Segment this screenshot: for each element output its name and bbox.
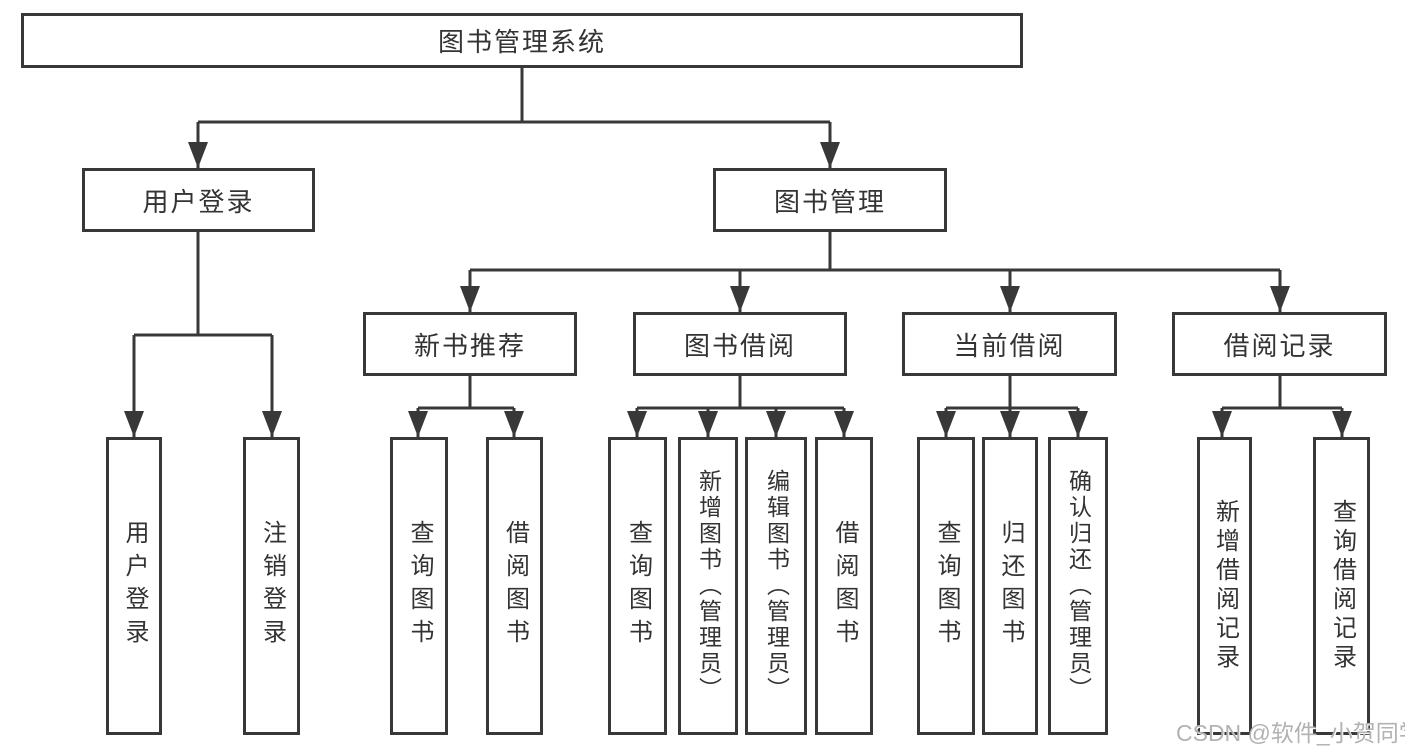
leaf-add-books-admin: 新增图书（管理员）	[678, 437, 738, 735]
leaf-query-borrow-record-label: 查询借阅记录	[1328, 499, 1356, 673]
node-borrow-records-label: 借阅记录	[1223, 330, 1336, 361]
leaf-user-login-label: 用户登录	[121, 520, 148, 652]
node-book-borrow-label: 图书借阅	[683, 330, 796, 361]
leaf-add-books-admin-label: 新增图书（管理员）	[695, 469, 722, 703]
node-book-management: 图书管理	[713, 168, 947, 232]
leaf-confirm-return-admin: 确认归还（管理员）	[1048, 437, 1108, 735]
leaf-query-books-1-label: 查询图书	[406, 520, 433, 652]
leaf-add-borrow-record-label: 新增借阅记录	[1211, 499, 1239, 673]
node-current-borrow-label: 当前借阅	[953, 330, 1066, 361]
csdn-watermark: CSDN @软件_小贺同学	[1176, 720, 1405, 746]
node-book-borrow: 图书借阅	[633, 312, 847, 376]
leaf-logout: 注销登录	[243, 437, 300, 735]
leaf-edit-books-admin-label: 编辑图书（管理员）	[763, 469, 790, 703]
leaf-query-books-2: 查询图书	[608, 437, 667, 735]
leaf-query-books-3-label: 查询图书	[933, 520, 960, 652]
leaf-confirm-return-admin-label: 确认归还（管理员）	[1065, 469, 1092, 703]
leaf-user-login: 用户登录	[106, 437, 162, 735]
leaf-add-borrow-record: 新增借阅记录	[1197, 437, 1252, 735]
connector-lines	[132, 68, 1344, 437]
node-book-management-label: 图书管理	[773, 186, 886, 217]
leaf-borrow-books-2-label: 借阅图书	[831, 520, 858, 652]
leaf-query-borrow-record: 查询借阅记录	[1313, 437, 1370, 735]
leaf-return-books: 归还图书	[982, 437, 1038, 735]
leaf-edit-books-admin: 编辑图书（管理员）	[745, 437, 807, 735]
leaf-query-books-1: 查询图书	[390, 437, 448, 735]
node-current-borrow: 当前借阅	[902, 312, 1117, 376]
leaf-return-books-label: 归还图书	[997, 520, 1024, 652]
leaf-query-books-3: 查询图书	[917, 437, 975, 735]
leaf-borrow-books-2: 借阅图书	[815, 437, 873, 735]
node-user-login: 用户登录	[82, 168, 315, 232]
leaf-borrow-books-1: 借阅图书	[486, 437, 543, 735]
leaf-logout-label: 注销登录	[258, 520, 286, 652]
node-new-book-recommend: 新书推荐	[363, 312, 577, 376]
node-borrow-records: 借阅记录	[1172, 312, 1387, 376]
node-new-book-recommend-label: 新书推荐	[413, 330, 526, 361]
node-root: 图书管理系统	[21, 13, 1023, 68]
leaf-borrow-books-1-label: 借阅图书	[501, 520, 529, 652]
leaf-query-books-2-label: 查询图书	[624, 520, 652, 652]
node-user-login-label: 用户登录	[142, 186, 255, 217]
arrowheads	[124, 142, 1352, 437]
node-root-label: 图书管理系统	[437, 27, 606, 57]
